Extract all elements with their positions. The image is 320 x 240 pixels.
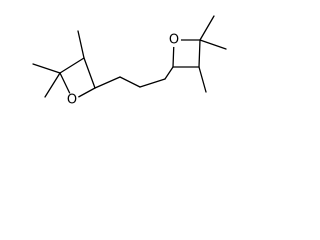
bond-right-c4-c3	[198, 39, 201, 68]
bond-chain-2	[119, 76, 141, 88]
left-oxygen-label: O	[67, 93, 77, 108]
bond-left-c4-c3	[59, 57, 85, 74]
right-oxygen-atom: O	[167, 33, 181, 48]
bond-left-gem-methyl-1	[32, 63, 61, 74]
bond-left-c3-c2	[83, 57, 96, 89]
bond-chain-1	[94, 76, 121, 89]
left-oxygen-atom: O	[65, 93, 79, 108]
bond-right-gem-methyl-1	[199, 15, 215, 41]
right-ring-substituents	[198, 15, 227, 93]
bond-right-gem-methyl-2	[199, 39, 227, 50]
bond-right-methyl	[198, 66, 207, 93]
left-ring-substituents	[32, 30, 85, 98]
chemical-structure-diagram: O O	[32, 15, 227, 108]
bond-left-methyl	[77, 30, 85, 59]
right-oxygen-label: O	[169, 33, 179, 48]
propyl-linker	[94, 66, 174, 89]
bond-left-gem-methyl-2	[44, 72, 61, 98]
bond-chain-3	[139, 78, 166, 88]
bond-chain-4	[164, 66, 174, 80]
left-oxetane-ring	[59, 57, 96, 101]
